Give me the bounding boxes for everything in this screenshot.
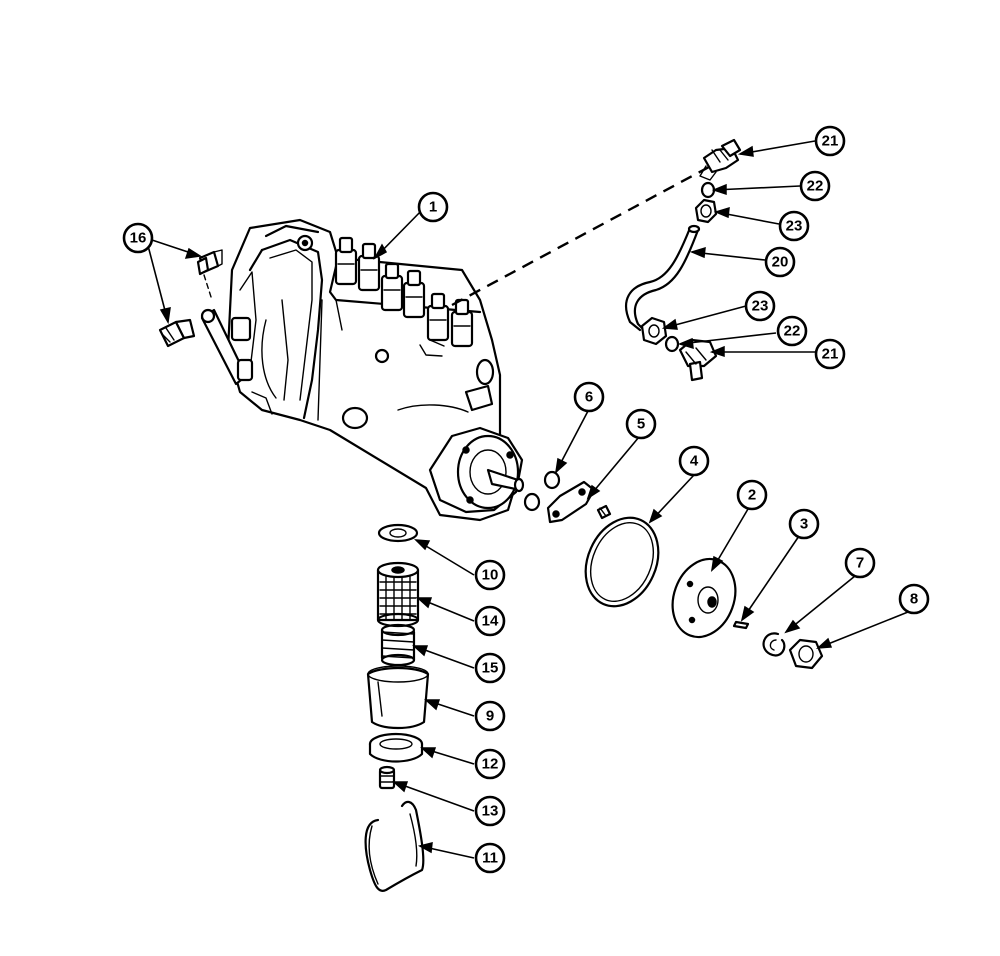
- callout-7: 7: [844, 547, 876, 579]
- callout-9: 9: [474, 700, 506, 732]
- callout-23-lower: 23: [744, 290, 776, 322]
- callout-20-label: 20: [772, 254, 789, 271]
- callout-1-label: 1: [429, 199, 437, 216]
- callout-21-upper-label: 21: [822, 133, 839, 150]
- callout-22-lower: 22: [776, 315, 808, 347]
- fuel-line-path: [451, 158, 723, 307]
- callout-2: 2: [736, 479, 768, 511]
- callout-14-label: 14: [482, 613, 499, 630]
- part-5-plate: [546, 480, 612, 524]
- callout-4-label: 4: [690, 453, 699, 470]
- callout-16: 16: [122, 222, 154, 254]
- callout-9-label: 9: [486, 708, 494, 725]
- callout-13: 13: [474, 795, 506, 827]
- callout-10-label: 10: [482, 567, 499, 584]
- callout-23-upper-label: 23: [786, 218, 803, 235]
- part-21-upper: [699, 138, 742, 181]
- callout-5: 5: [625, 408, 657, 440]
- callout-14: 14: [474, 605, 506, 637]
- part-9-glass-bowl: [366, 665, 430, 730]
- callout-1: 1: [417, 191, 449, 223]
- part-7-lock-washer: [762, 632, 786, 657]
- part-4-o-ring: [584, 516, 660, 608]
- callout-12: 12: [474, 748, 506, 780]
- part-15-spring: [380, 623, 416, 667]
- part-10-washer: [377, 523, 419, 543]
- callout-10: 10: [474, 559, 506, 591]
- callout-23-lower-label: 23: [752, 298, 769, 315]
- leader-lines: [145, 140, 909, 859]
- callout-11: 11: [474, 842, 506, 874]
- callout-21-lower: 21: [814, 338, 846, 370]
- callout-22-upper-label: 22: [807, 178, 824, 195]
- callout-3-label: 3: [800, 516, 808, 533]
- part-6-bushings: [523, 470, 561, 512]
- callout-20: 20: [764, 246, 796, 278]
- part-13-screw: [378, 765, 396, 790]
- callout-21-upper: 21: [814, 125, 846, 157]
- delivery-valve-holders: [334, 236, 474, 348]
- callout-5-label: 5: [637, 416, 645, 433]
- callout-3: 3: [788, 508, 820, 540]
- callout-7-label: 7: [856, 555, 864, 572]
- callout-12-label: 12: [482, 756, 499, 773]
- callout-8-label: 8: [910, 591, 918, 608]
- callout-11-label: 11: [482, 850, 498, 867]
- part-2-hub: [671, 557, 737, 639]
- part-3-key: [732, 620, 750, 630]
- part-11-clamp: [364, 800, 425, 892]
- injection-pump: [200, 218, 525, 522]
- callout-15-label: 15: [482, 660, 499, 677]
- part-23-lower: [640, 316, 668, 346]
- callout-15: 15: [474, 652, 506, 684]
- part-12-retaining-ring: [368, 732, 424, 763]
- part-8-nut: [788, 638, 824, 670]
- part-22-lower: [664, 335, 680, 353]
- callout-21-lower-label: 21: [822, 346, 839, 363]
- part-20-fuel-pipe: [624, 224, 701, 334]
- part-16: [158, 249, 223, 348]
- callout-2-label: 2: [748, 487, 756, 504]
- callout-4: 4: [678, 445, 710, 477]
- callout-22-upper: 22: [799, 170, 831, 202]
- part-14-filter-element: [376, 561, 420, 628]
- callout-6: 6: [573, 381, 605, 413]
- callout-8: 8: [898, 583, 930, 615]
- callout-22-lower-label: 22: [784, 323, 801, 340]
- callout-13-label: 13: [482, 803, 499, 820]
- callout-23-upper: 23: [778, 210, 810, 242]
- callout-6-label: 6: [585, 389, 593, 406]
- part-23-upper: [694, 198, 718, 224]
- callout-16-label: 16: [130, 230, 147, 247]
